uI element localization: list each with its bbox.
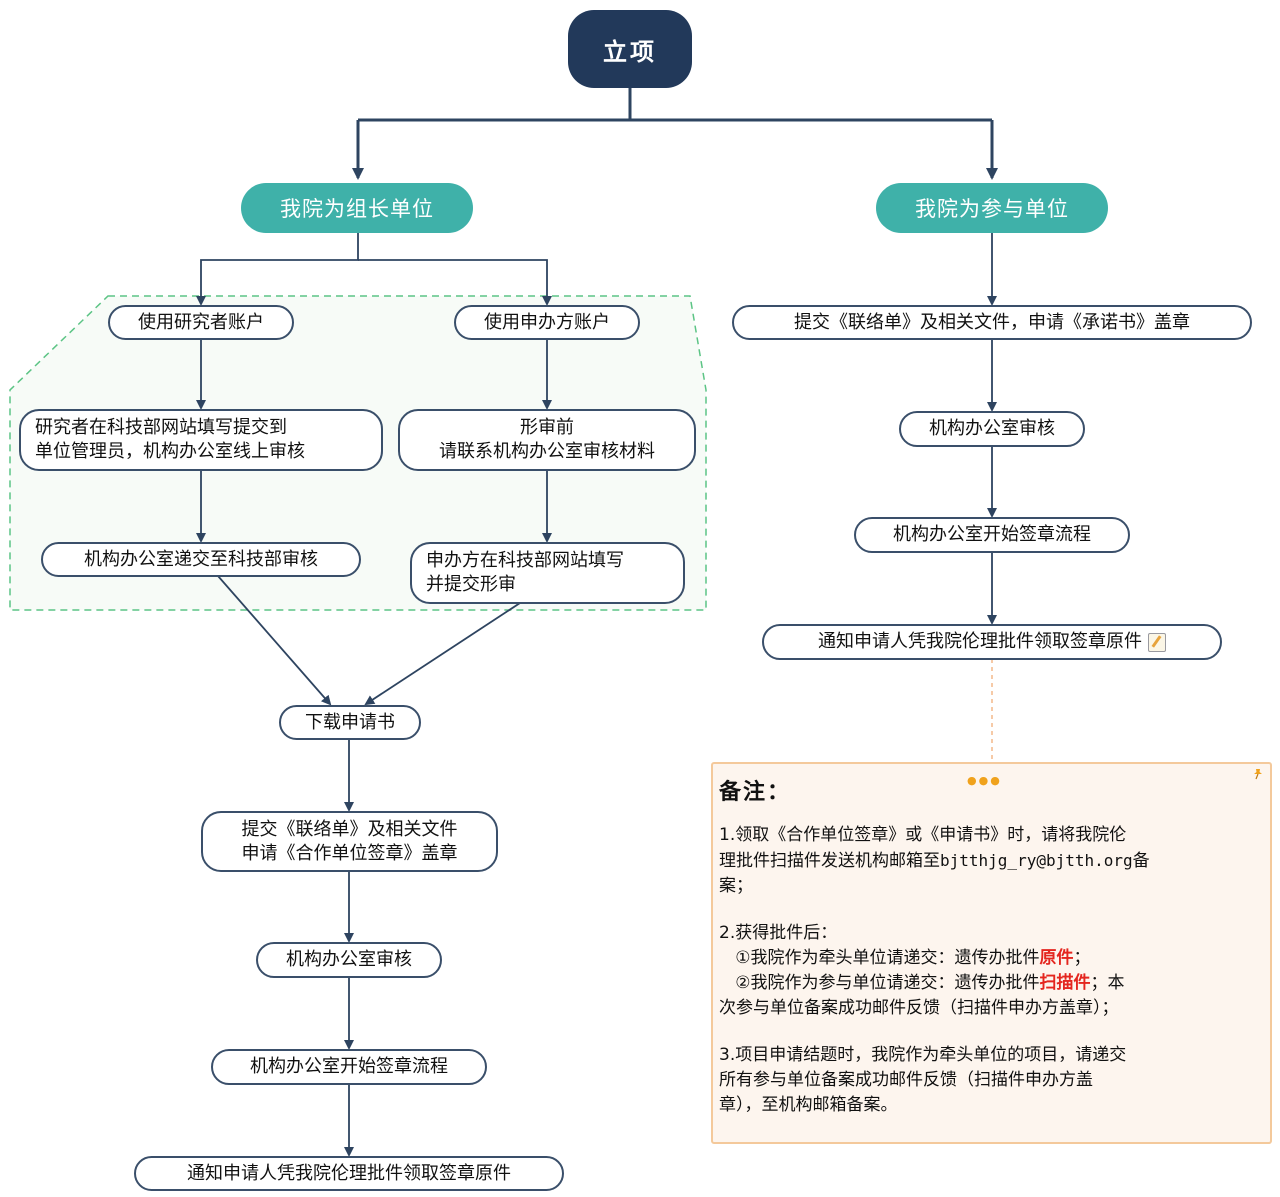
note-item-1-text: 理批件扫描件发送机构邮箱至 [719,851,940,871]
step-sponsor-fill[interactable]: 申办方在科技部网站填写 并提交形审 [410,542,685,604]
note-box[interactable]: ●●● 备注： 1.领取《合作单位签章》或《申请书》时，请将我院伦 理批件扫描件… [711,762,1272,1144]
step-leader-submit-form-line2: 申请《合作单位签章》盖章 [241,842,458,864]
step-participant-notify-label: 通知申请人凭我院伦理批件领取签章原件 [818,631,1142,652]
step-leader-submit-form-line1: 提交《联络单》及相关文件 [241,818,458,840]
step-leader-office-review[interactable]: 机构办公室审核 [256,942,442,978]
note-item-2-1-post: ； [1073,948,1091,968]
step-participant-office-review[interactable]: 机构办公室审核 [899,411,1085,447]
step-leader-submit-form[interactable]: 提交《联络单》及相关文件 申请《合作单位签章》盖章 [201,811,498,872]
step-leader-office-seal[interactable]: 机构办公室开始签章流程 [211,1049,487,1085]
note-item-2-2-pre: ②我院作为参与单位请递交：遗传办批件 [719,973,1040,993]
note-gap [719,899,1256,921]
note-edit-icon[interactable] [1148,632,1166,652]
step-participant-notify-row: 通知申请人凭我院伦理批件领取签章原件 [818,630,1166,654]
step-sponsor-account[interactable]: 使用申办方账户 [454,305,640,340]
step-pre-review-line2: 请联系机构办公室审核材料 [439,441,655,462]
note-item-2-1: ①我院作为牵头单位请递交：遗传办批件原件； [719,946,1256,971]
step-researcher-fill[interactable]: 研究者在科技部网站填写提交到 单位管理员，机构办公室线上审核 [19,409,383,471]
branch-leader-unit[interactable]: 我院为组长单位 [241,183,473,233]
note-item-3-line2: 所有参与单位备案成功邮件反馈（扫描件申办方盖 [719,1070,1093,1090]
note-item-2-2-highlight: 扫描件 [1039,973,1091,993]
root-node-project-approval[interactable]: 立项 [568,10,692,88]
step-researcher-fill-line2: 单位管理员，机构办公室线上审核 [35,441,305,462]
step-leader-notify[interactable]: 通知申请人凭我院伦理批件领取签章原件 [134,1156,564,1191]
note-item-3-line3: 章），至机构邮箱备案。 [719,1095,898,1115]
note-item-2-head: 2.获得批件后： [719,923,838,943]
note-item-2-1-pre: ①我院作为牵头单位请递交：遗传办批件 [719,948,1040,968]
step-participant-submit-form[interactable]: 提交《联络单》及相关文件，申请《承诺书》盖章 [732,305,1252,340]
note-title: 备注： [719,780,792,805]
step-download-application[interactable]: 下载申请书 [279,705,421,740]
note-gap [719,1021,1256,1043]
note-item-2-2: ②我院作为参与单位请递交：遗传办批件扫描件；本 [719,971,1256,996]
branch-participant-unit[interactable]: 我院为参与单位 [876,183,1108,233]
step-sponsor-fill-line1: 申办方在科技部网站填写 [426,550,624,571]
note-item-2-2-line2: 次参与单位备案成功邮件反馈（扫描件申办方盖章）； [719,998,1119,1018]
connector-root-branches [358,88,992,122]
pin-icon[interactable] [1252,768,1264,780]
note-item-1-line2: 理批件扫描件发送机构邮箱至bjtthjg_ry@bjtth.org备 [719,848,1256,874]
step-office-submit[interactable]: 机构办公室递交至科技部审核 [41,542,361,577]
note-item-3-line1: 3.项目申请结题时，我院作为牵头单位的项目，请递交 [719,1045,1127,1065]
note-item-1-line1: 1.领取《合作单位签章》或《申请书》时，请将我院伦 [719,825,1127,845]
step-researcher-account[interactable]: 使用研究者账户 [108,305,294,340]
step-pre-review[interactable]: 形审前 请联系机构办公室审核材料 [398,409,696,471]
note-item-2-1-highlight: 原件 [1039,948,1074,968]
note-item-2-2-post: ；本 [1090,973,1125,993]
step-sponsor-fill-line2: 并提交形审 [426,574,516,595]
step-participant-notify[interactable]: 通知申请人凭我院伦理批件领取签章原件 [762,624,1222,660]
more-dots-icon[interactable]: ●●● [967,774,1002,787]
note-item-1-line3: 案； [719,876,753,896]
step-participant-office-seal[interactable]: 机构办公室开始签章流程 [854,517,1130,553]
step-researcher-fill-line1: 研究者在科技部网站填写提交到 [35,417,287,438]
note-email[interactable]: bjtthjg_ry@bjtth.org [940,851,1133,870]
step-pre-review-line1: 形审前 [520,417,574,438]
note-item-1-tail: 备 [1132,851,1150,871]
